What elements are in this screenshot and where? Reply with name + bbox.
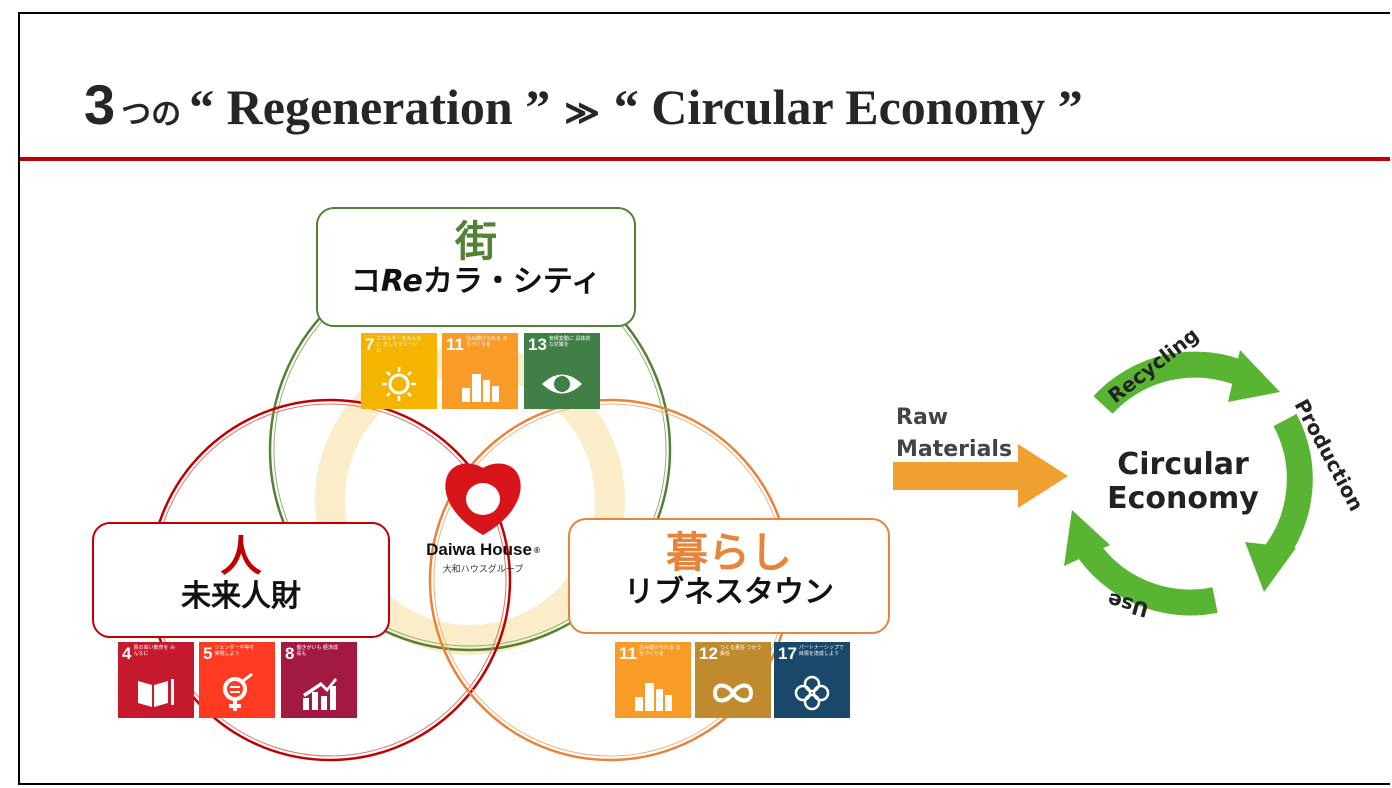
sun-power-icon xyxy=(361,365,437,403)
recycling-arrowhead xyxy=(1228,350,1280,402)
raw-label: Raw xyxy=(896,405,948,430)
growth-chart-icon xyxy=(281,674,357,712)
town-subtitle: コReカラ・シティ xyxy=(350,264,602,299)
circular-label: Circular xyxy=(1117,447,1249,482)
circular-arrows xyxy=(1074,351,1313,616)
title-rule xyxy=(20,157,1390,161)
city-buildings-icon xyxy=(442,365,518,403)
title-circular-economy: “ Circular Economy ” xyxy=(613,79,1083,135)
title-particle: つの xyxy=(121,97,182,132)
economy-label: Economy xyxy=(1107,481,1259,516)
gender-equality-icon xyxy=(199,673,275,712)
logo-subtitle: 大和ハウスグループ xyxy=(442,565,524,575)
people-subtitle: 未来人財 xyxy=(181,579,301,614)
logo-name: Daiwa House xyxy=(426,540,532,559)
infinity-loop-icon xyxy=(695,674,771,712)
town-label-box: 街 コReカラ・シティ xyxy=(316,207,636,327)
title-arrow: ≫ xyxy=(564,95,600,132)
people-heading: 人 xyxy=(219,532,262,581)
book-pencil-icon xyxy=(118,674,194,712)
city-buildings-icon xyxy=(615,674,691,712)
title-number: 3 xyxy=(84,73,116,136)
town-heading: 街 xyxy=(454,217,497,266)
people-label-box: 人 未来人財 xyxy=(92,522,390,638)
slide-frame xyxy=(18,12,1390,785)
life-subtitle: リブネスタウン xyxy=(624,575,834,610)
life-label-box: 暮らし リブネスタウン xyxy=(568,518,890,634)
production-arrowhead xyxy=(1245,542,1296,592)
daiwa-house-logo-icon xyxy=(445,463,521,535)
title-regeneration: “ Regeneration ” xyxy=(189,79,551,135)
eye-globe-icon xyxy=(524,365,600,403)
partnership-flower-icon xyxy=(774,674,850,712)
life-heading: 暮らし xyxy=(665,528,792,577)
raw-materials-arrow xyxy=(893,444,1068,508)
use-arrowhead xyxy=(1064,510,1110,566)
materials-label: Materials xyxy=(896,437,1012,462)
daiwa-house-logo: Daiwa House® 大和ハウスグループ xyxy=(418,462,548,582)
